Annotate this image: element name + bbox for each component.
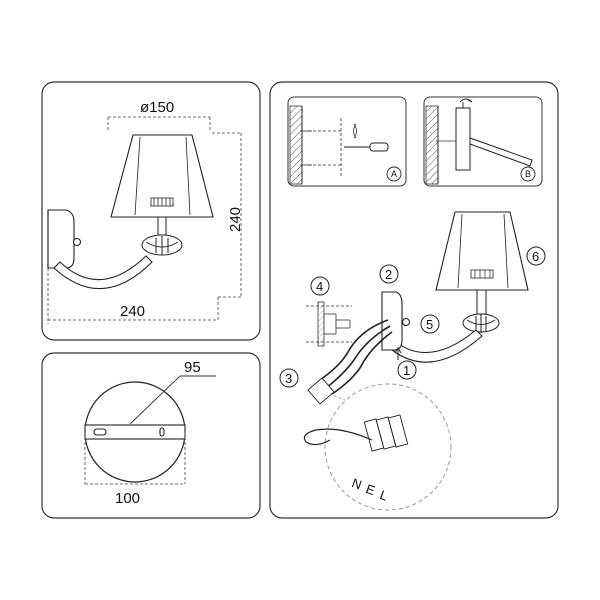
width-label: 240	[120, 303, 145, 320]
plate-diameter-label: 100	[115, 490, 140, 507]
terminal-block	[363, 414, 409, 452]
bracket-panel: 95 100	[41, 352, 261, 519]
height-dimension	[212, 132, 242, 320]
dimensions-panel: ø150	[41, 81, 261, 341]
step-4-label: 4	[316, 279, 323, 294]
bracket-length-label: 95	[184, 359, 201, 376]
shade-diameter-label: ø150	[140, 99, 174, 116]
install-decorative-cup	[462, 313, 500, 333]
inset-b: B	[423, 96, 543, 187]
width-dimension	[47, 268, 218, 324]
shade-width-dimension	[107, 116, 211, 132]
inset-a: A	[287, 96, 407, 187]
install-lamp-arm	[391, 329, 483, 363]
wire-bundle	[319, 319, 393, 395]
bracket-length-dimension	[129, 375, 216, 425]
step-3-label: 3	[285, 371, 292, 386]
step-5-label: 5	[426, 317, 433, 332]
step-2-label: 2	[385, 267, 392, 282]
installation-panel: A B	[269, 81, 559, 519]
install-lamp-stem	[476, 289, 487, 315]
ground-wire	[303, 428, 373, 446]
plate-diameter-dimension	[84, 432, 186, 485]
inset-a-label: A	[391, 169, 397, 179]
step-6-label: 6	[532, 249, 539, 264]
mounting-bracket	[84, 424, 186, 440]
arrow-up-icon	[394, 347, 402, 360]
lamp-shade	[110, 134, 214, 218]
screwdriver-icon	[344, 142, 389, 152]
rotate-arrow-icon	[459, 98, 473, 108]
lamp-stem	[157, 216, 167, 236]
inset-b-label: B	[525, 169, 531, 179]
inset-a-badge	[386, 166, 402, 182]
step-1-label: 1	[403, 363, 410, 378]
bulb-socket	[150, 197, 174, 207]
step-badges: 2 4 5 1 3 6	[279, 246, 546, 388]
height-label: 240	[227, 207, 244, 232]
decorative-bulb-cup	[141, 234, 183, 256]
small-terminal	[307, 377, 335, 405]
wire-l-label: L	[378, 487, 390, 504]
inset-b-badge	[520, 166, 536, 182]
install-lamp-shade	[435, 211, 529, 291]
wall-plate	[47, 209, 82, 269]
mounting-hardware	[306, 301, 352, 347]
lamp-arm	[53, 255, 153, 290]
